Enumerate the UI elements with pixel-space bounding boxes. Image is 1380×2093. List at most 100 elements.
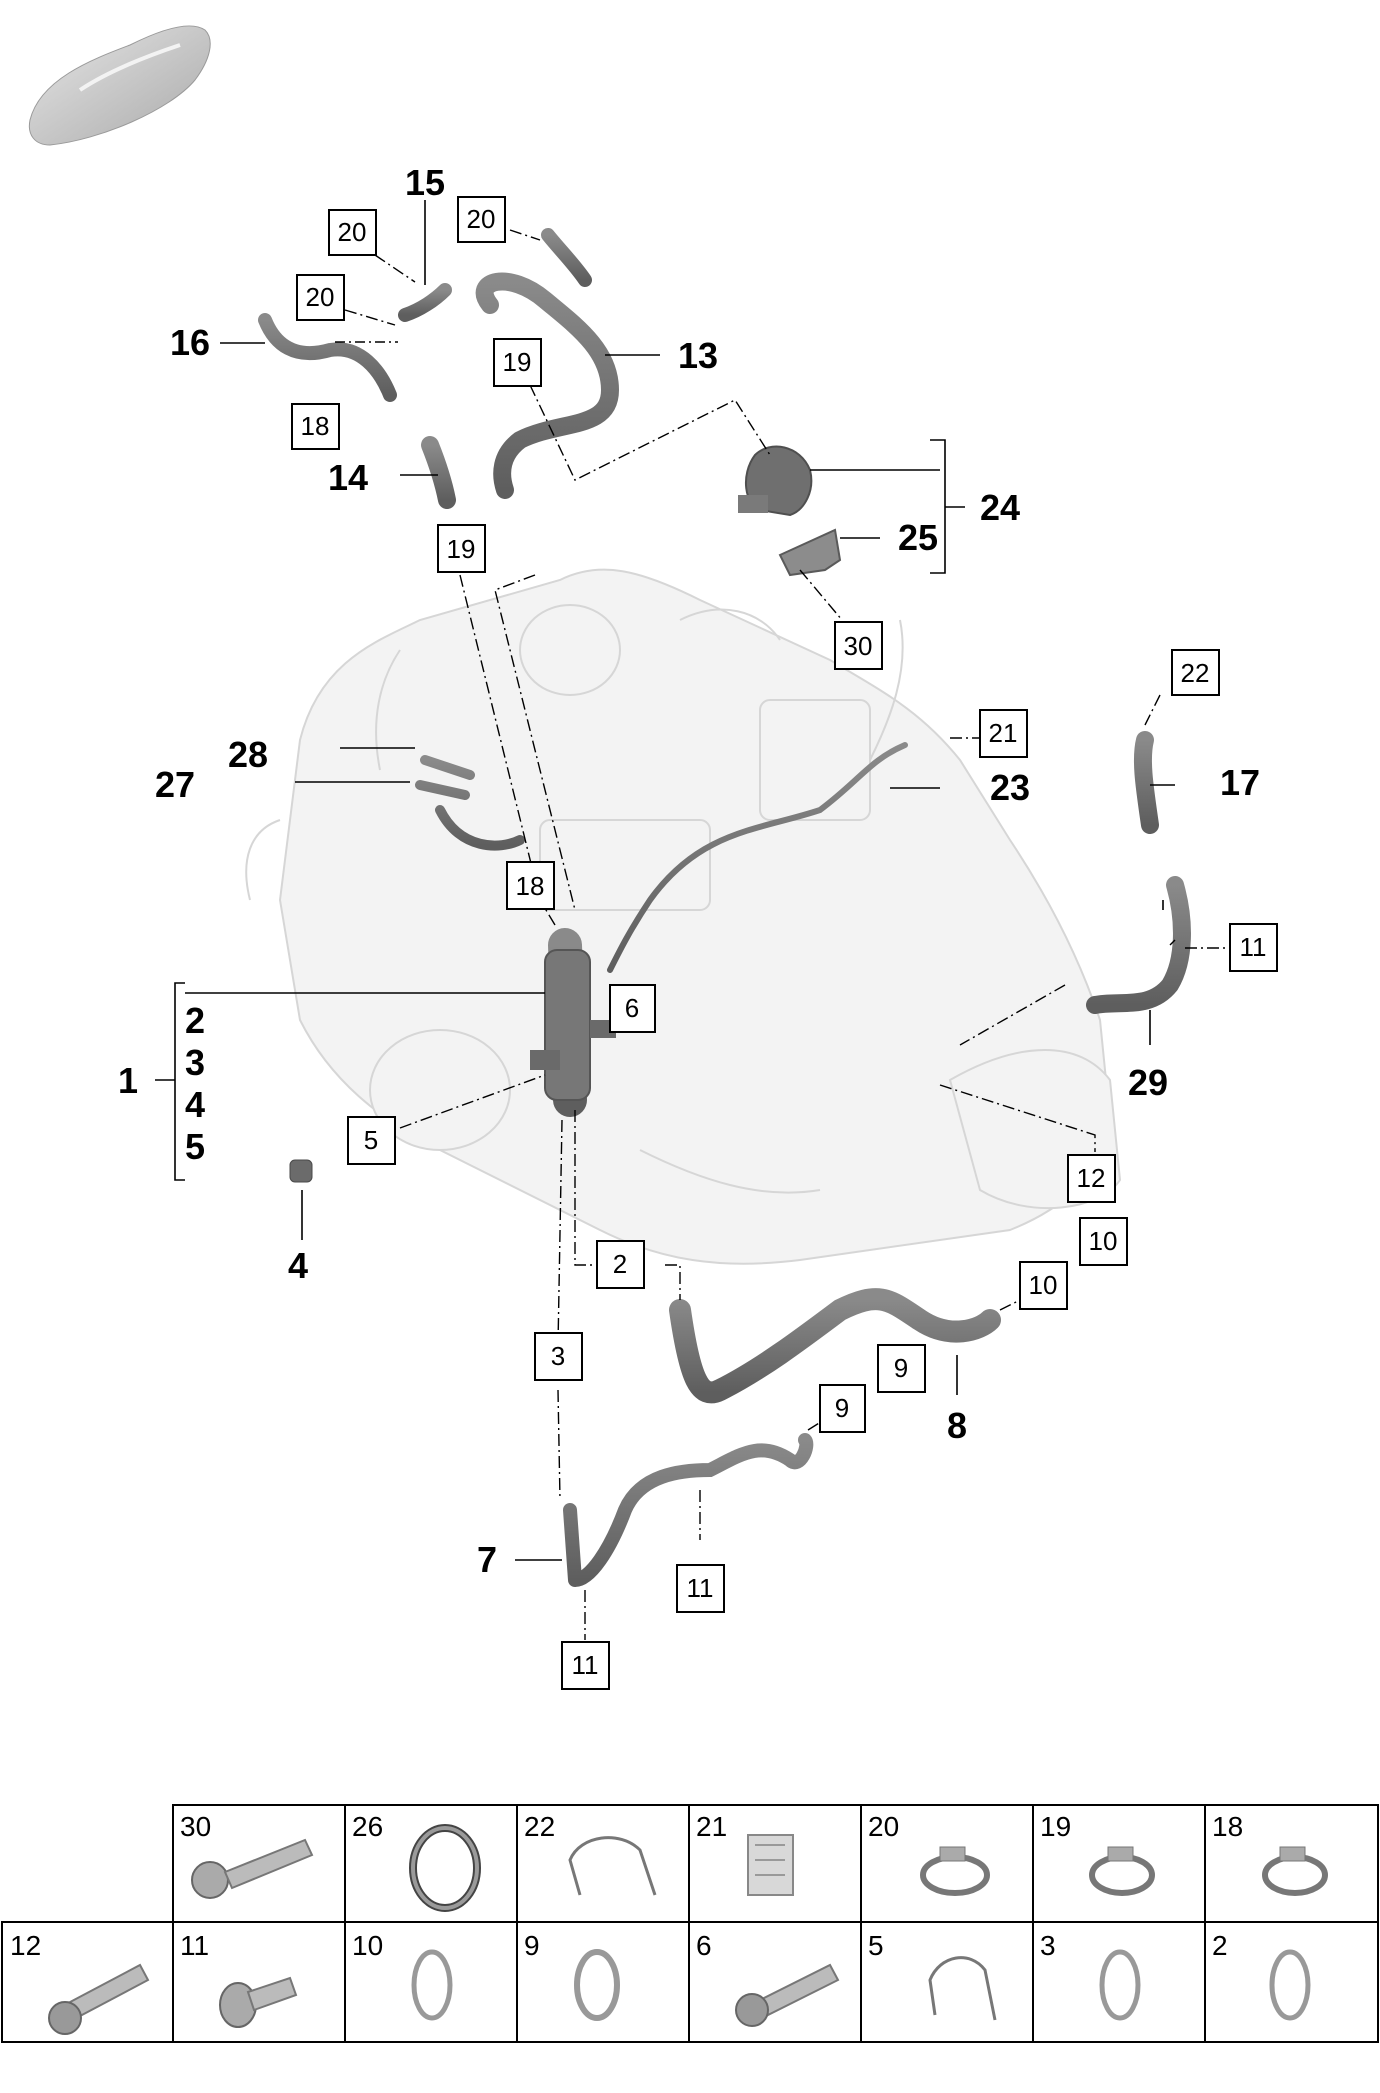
boxed-labels: 20 20 20 19 19 18 18 30 22 21 11 11 11 6…	[291, 196, 1278, 1690]
box-21: 21	[979, 709, 1028, 758]
label-14: 14	[328, 457, 368, 498]
label-28: 28	[228, 734, 268, 775]
thermostat-housing-1	[530, 949, 616, 1101]
box-6: 6	[609, 984, 656, 1033]
svg-text:10: 10	[1029, 1270, 1058, 1300]
screw-30-icon	[191, 1838, 314, 1899]
bracket-25	[778, 528, 842, 577]
hose-13-top	[541, 228, 592, 287]
svg-text:11: 11	[687, 1573, 714, 1603]
hose-15	[398, 283, 452, 322]
box-3: 3	[534, 1332, 583, 1381]
box-2: 2	[596, 1240, 645, 1289]
label-29: 29	[1128, 1062, 1168, 1103]
label-17: 17	[1220, 762, 1260, 803]
legend-cell-22: 22	[524, 1811, 555, 1842]
hose-clamp-18-icon	[1262, 1846, 1328, 1896]
label-8: 8	[947, 1405, 967, 1446]
legend-cell-18: 18	[1212, 1811, 1243, 1842]
legend-cell-30: 30	[180, 1811, 211, 1842]
svg-text:19: 19	[447, 534, 476, 564]
box-9-a: 9	[877, 1344, 926, 1393]
hose-clamp-19-icon	[1089, 1846, 1155, 1896]
legend-cell-9: 9	[524, 1930, 540, 1961]
svg-text:18: 18	[301, 411, 330, 441]
clip-21-icon	[747, 1834, 794, 1896]
svg-text:3: 3	[551, 1341, 565, 1371]
label-2: 2	[185, 1000, 205, 1041]
label-1: 1	[118, 1060, 138, 1101]
hose-14	[421, 436, 456, 509]
legend-cell-20: 20	[868, 1811, 899, 1842]
svg-text:18: 18	[516, 871, 545, 901]
svg-text:20: 20	[338, 217, 367, 247]
svg-text:9: 9	[835, 1393, 849, 1423]
svg-text:6: 6	[625, 993, 639, 1023]
box-19-a: 19	[493, 338, 542, 387]
label-24: 24	[980, 487, 1020, 528]
svg-text:30: 30	[844, 631, 873, 661]
bolt-6-icon	[735, 1963, 840, 2027]
o-ring-26-icon	[409, 1824, 481, 1912]
bolt-11-icon	[219, 1976, 298, 2028]
box-10-a: 10	[1079, 1217, 1128, 1266]
part-4-plug	[289, 1159, 313, 1183]
box-9-b: 9	[819, 1384, 866, 1433]
svg-text:20: 20	[467, 204, 496, 234]
hose-7	[563, 1433, 814, 1587]
svg-text:19: 19	[503, 347, 532, 377]
box-18-a: 18	[291, 403, 340, 450]
box-19-b: 19	[437, 524, 486, 573]
legend-cell-3: 3	[1040, 1930, 1056, 1961]
box-30: 30	[834, 621, 883, 670]
o-ring-3-icon	[1099, 1949, 1141, 2021]
box-11-c: 11	[561, 1641, 610, 1690]
box-5: 5	[347, 1116, 396, 1165]
label-13: 13	[678, 335, 718, 376]
legend-cell-26: 26	[352, 1811, 383, 1842]
legend-row1-numbers: 30 26 22 21 20 19 18	[180, 1811, 1243, 1842]
legend-cell-11: 11	[180, 1930, 209, 1961]
car-silhouette-icon	[28, 25, 211, 146]
hose-23	[607, 742, 908, 973]
svg-text:9: 9	[894, 1353, 908, 1383]
box-22: 22	[1171, 649, 1220, 696]
legend-cell-12: 12	[10, 1930, 41, 1961]
legend-grid	[1, 1804, 1379, 2043]
svg-text:22: 22	[1181, 658, 1210, 688]
box-18-b: 18	[506, 861, 555, 910]
label-27: 27	[155, 764, 195, 805]
label-16: 16	[170, 322, 210, 363]
clip-22-icon	[568, 1836, 657, 1896]
bold-labels: 15 16 13 14 24 25 17 23 28 27 1 2 3 4 5 …	[118, 162, 1260, 1580]
label-3: 3	[185, 1042, 205, 1083]
hose-clamp-20-icon	[920, 1846, 990, 1896]
leader-lines	[155, 200, 1175, 1561]
label-15: 15	[405, 162, 445, 203]
hose-27-28	[415, 755, 525, 851]
svg-text:12: 12	[1077, 1163, 1106, 1193]
box-11-b: 11	[676, 1564, 725, 1613]
svg-text:11: 11	[572, 1650, 599, 1680]
label-7: 7	[477, 1539, 497, 1580]
legend-row2-numbers: 12 11 10 9 6 5 3 2	[10, 1930, 1228, 1961]
label-4-group: 4	[185, 1084, 205, 1125]
legend-cell-21: 21	[696, 1811, 727, 1842]
label-4: 4	[288, 1245, 308, 1286]
label-5-group: 5	[185, 1126, 205, 1167]
label-23: 23	[990, 767, 1030, 808]
clip-5-icon	[928, 1956, 997, 2021]
box-10-b: 10	[1019, 1261, 1068, 1310]
legend-cell-5: 5	[868, 1930, 884, 1961]
legend-cell-19: 19	[1040, 1811, 1071, 1842]
hose-8	[669, 1288, 1001, 1404]
box-20-b: 20	[296, 274, 345, 321]
svg-text:20: 20	[306, 282, 335, 312]
box-20-a: 20	[328, 209, 377, 256]
svg-text:21: 21	[989, 718, 1018, 748]
box-12: 12	[1067, 1154, 1116, 1203]
o-ring-9-icon	[574, 1949, 620, 2021]
bolt-12-icon	[48, 1963, 150, 2035]
hose-29	[1086, 876, 1191, 1014]
